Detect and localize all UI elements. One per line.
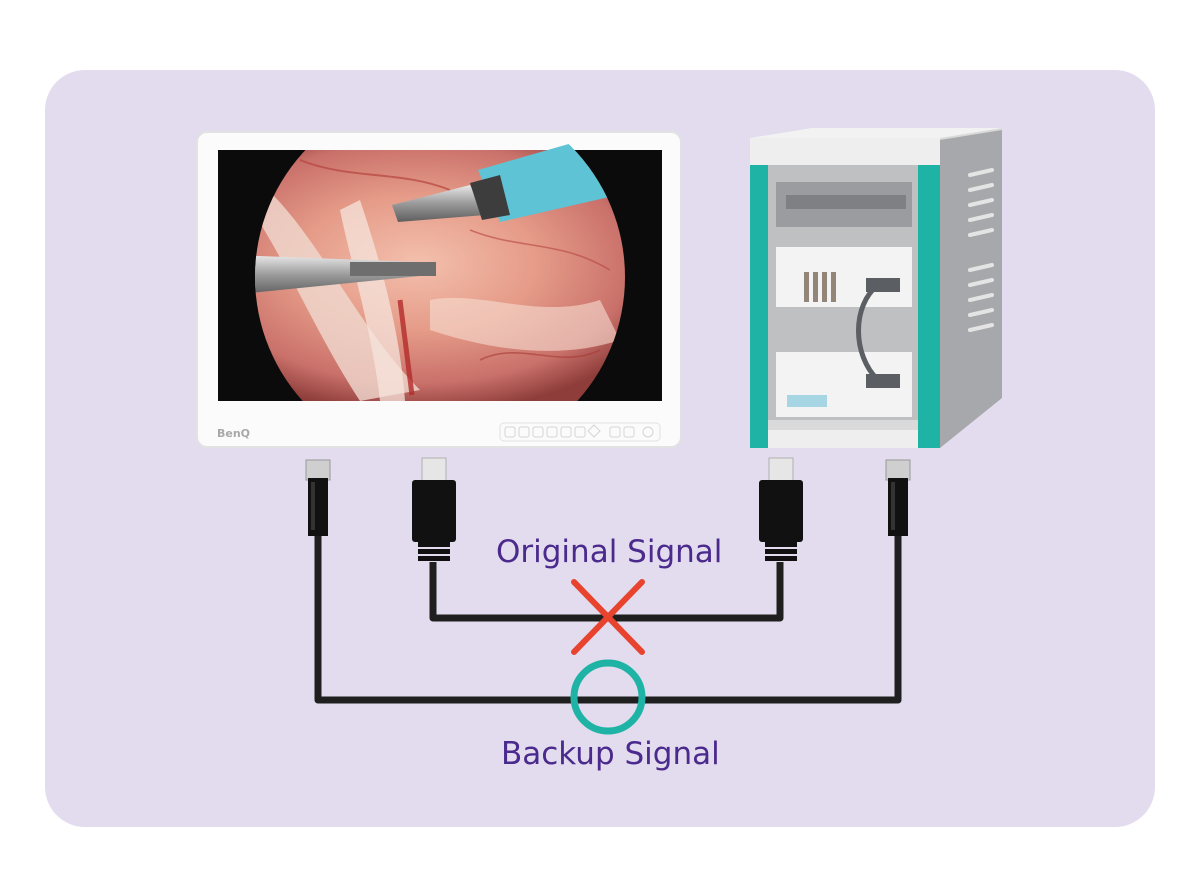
cabinet-vents xyxy=(968,168,994,332)
original-signal-label: Original Signal xyxy=(496,534,723,570)
internal-cable xyxy=(856,282,881,383)
original-cable xyxy=(429,562,784,622)
backup-signal-label: Backup Signal xyxy=(501,736,720,772)
plus-icon[interactable] xyxy=(546,426,558,438)
ok-circle-icon xyxy=(570,659,646,735)
power-icon[interactable] xyxy=(642,426,654,438)
monitor-control-strip xyxy=(499,422,661,442)
cabinet-teal-strip-left xyxy=(750,165,768,448)
cabinet-side-panel xyxy=(940,130,1002,448)
backup-connector-left xyxy=(305,459,331,536)
backup-cable xyxy=(314,530,902,704)
input-icon[interactable] xyxy=(504,426,516,438)
brand-logo: BenQ xyxy=(217,427,250,440)
backup-connector-right xyxy=(885,459,911,536)
menu-icon[interactable] xyxy=(518,426,530,438)
nav-pad-icon[interactable] xyxy=(587,424,601,438)
video-equipment-cabinet xyxy=(750,128,1002,448)
original-connector-left xyxy=(412,457,456,561)
device-unit-middle xyxy=(776,247,912,307)
info-icon[interactable] xyxy=(623,426,635,438)
cabinet-teal-strip-right xyxy=(918,165,940,448)
brightness-icon[interactable] xyxy=(574,426,586,438)
minus-icon[interactable] xyxy=(532,426,544,438)
original-connector-right xyxy=(759,457,803,561)
fail-cross-icon xyxy=(571,579,645,655)
back-icon[interactable] xyxy=(609,426,621,438)
mode-icon[interactable] xyxy=(560,426,572,438)
medical-monitor: BenQ xyxy=(196,131,682,448)
